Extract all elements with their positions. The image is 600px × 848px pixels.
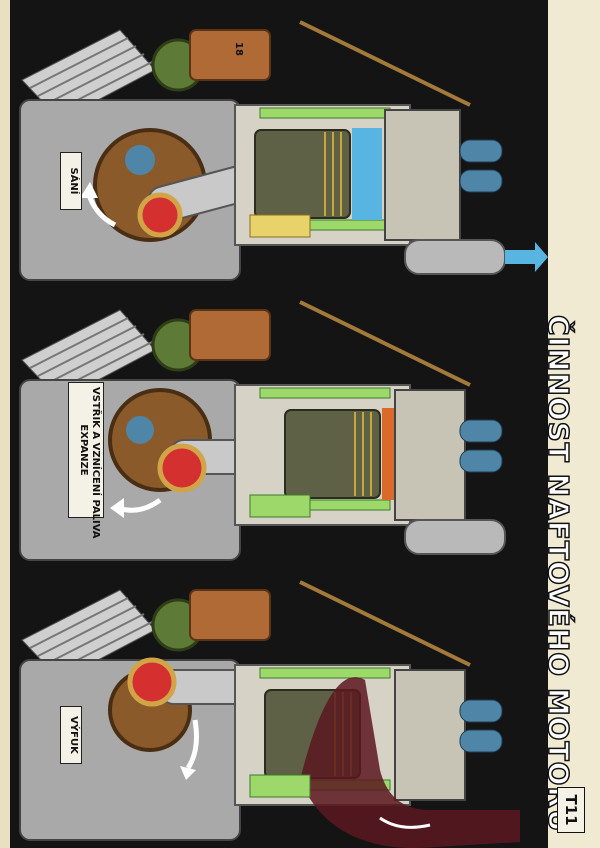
valve-spring-2	[459, 729, 503, 753]
fuel-line	[299, 20, 471, 107]
combustion-flash	[382, 408, 394, 500]
injection-pump	[249, 214, 311, 238]
panel-expansion	[19, 300, 506, 561]
valve-spring-1	[459, 699, 503, 723]
injection-pump	[249, 494, 311, 518]
combustion-chamber-air	[352, 128, 382, 220]
rotation-arrow-head	[180, 766, 196, 780]
valve-spring-2	[459, 449, 503, 473]
conrod-eye	[127, 657, 177, 707]
panel-exhaust	[19, 580, 520, 848]
copper-housing	[189, 589, 271, 641]
coolant-channel-top	[259, 667, 391, 679]
label-exhaust: VÝFUK	[60, 706, 82, 764]
fuel-line	[299, 300, 471, 387]
label-intake: SÁNÍ	[60, 152, 82, 210]
piston	[254, 129, 351, 219]
copper-housing	[189, 29, 271, 81]
cylinder-head	[384, 109, 461, 241]
injection-pump	[249, 774, 311, 798]
valve-spring-1	[459, 419, 503, 443]
intake-air-arrow	[505, 242, 548, 272]
crank-hub	[126, 416, 154, 444]
conrod-eye	[137, 192, 183, 238]
valve-spring-1	[459, 139, 503, 163]
title-band	[548, 0, 600, 848]
manifold-pipe	[404, 519, 506, 555]
crank-hub	[125, 145, 155, 175]
poster-title: ČINNOST NAFTOVÉHO MOTORU	[541, 314, 576, 833]
label-expansion: VSTŘIK A VZNÍCENÍ PALIVA EXPANZE	[68, 382, 104, 539]
rotation-arrow-head	[80, 182, 98, 198]
cam-housing-number: 18	[233, 42, 244, 56]
exhaust-arrow	[379, 816, 431, 829]
fuel-line	[299, 580, 471, 667]
conrod-eye	[157, 443, 207, 493]
rotation-arrow	[185, 719, 199, 770]
valve-spring-2	[459, 169, 503, 193]
coolant-channel-top	[259, 107, 391, 119]
left-paper-border	[0, 0, 10, 848]
rotation-arrow-head	[110, 498, 124, 518]
cylinder-head	[394, 669, 466, 801]
coolant-channel-top	[259, 387, 391, 399]
exhaust-gas-flow	[300, 677, 520, 848]
piston	[284, 409, 381, 499]
plate-code: T11	[557, 787, 585, 833]
cylinder-head	[394, 389, 466, 521]
panel-intake	[19, 20, 548, 281]
copper-housing	[189, 309, 271, 361]
intake-pipe	[404, 239, 506, 275]
